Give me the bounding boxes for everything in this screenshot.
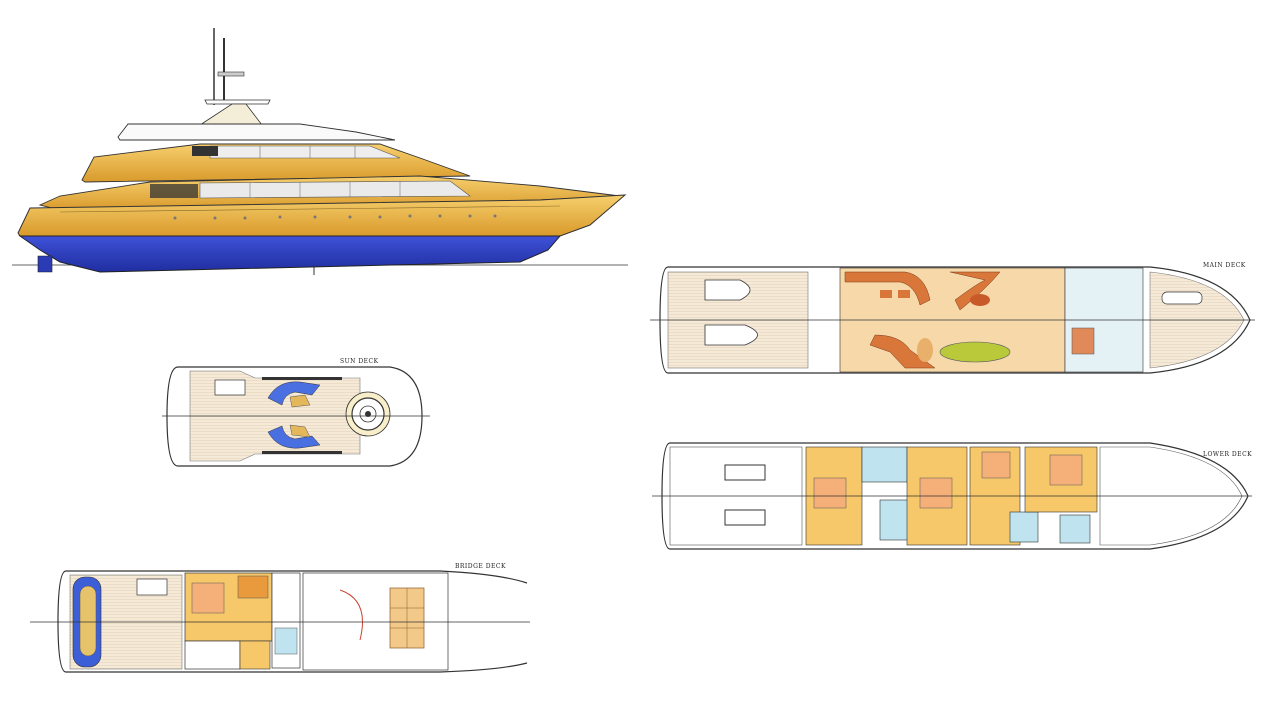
bridge-deck-plan: BRIDGE DECK	[30, 563, 530, 673]
mast	[204, 28, 271, 105]
bathroom	[1059, 514, 1091, 544]
main-deck-plan: MAIN DECK	[650, 262, 1255, 374]
sofa	[844, 271, 931, 306]
bed	[919, 477, 953, 509]
portholes	[173, 214, 497, 220]
stairs-icon	[214, 379, 246, 396]
bed	[981, 451, 1011, 479]
bathroom	[861, 446, 908, 483]
bed	[1049, 454, 1083, 486]
anchor-winch	[1161, 291, 1203, 305]
sofa	[267, 381, 321, 406]
bathroom	[1009, 511, 1039, 543]
hull-underwater	[18, 235, 562, 273]
stairs-icon	[136, 578, 168, 596]
deck-label-sun: SUN DECK	[340, 358, 379, 365]
deck-label-bridge: BRIDGE DECK	[455, 563, 506, 570]
bathroom	[274, 627, 298, 655]
deck-label-main: MAIN DECK	[1203, 262, 1246, 269]
dining-table	[939, 341, 1011, 363]
tender	[704, 279, 758, 346]
deck-label-lower: LOWER DECK	[1203, 451, 1252, 458]
radar-arch	[198, 103, 263, 126]
bed	[191, 582, 225, 614]
bed	[813, 477, 847, 509]
bathroom	[879, 499, 911, 541]
side-profile	[12, 28, 628, 275]
sofa	[869, 334, 936, 369]
sun-deck-level	[117, 123, 396, 141]
sun-deck-plan: SUN DECK	[162, 358, 430, 467]
sofa	[267, 425, 321, 449]
lower-deck-plan: LOWER DECK	[652, 442, 1252, 550]
